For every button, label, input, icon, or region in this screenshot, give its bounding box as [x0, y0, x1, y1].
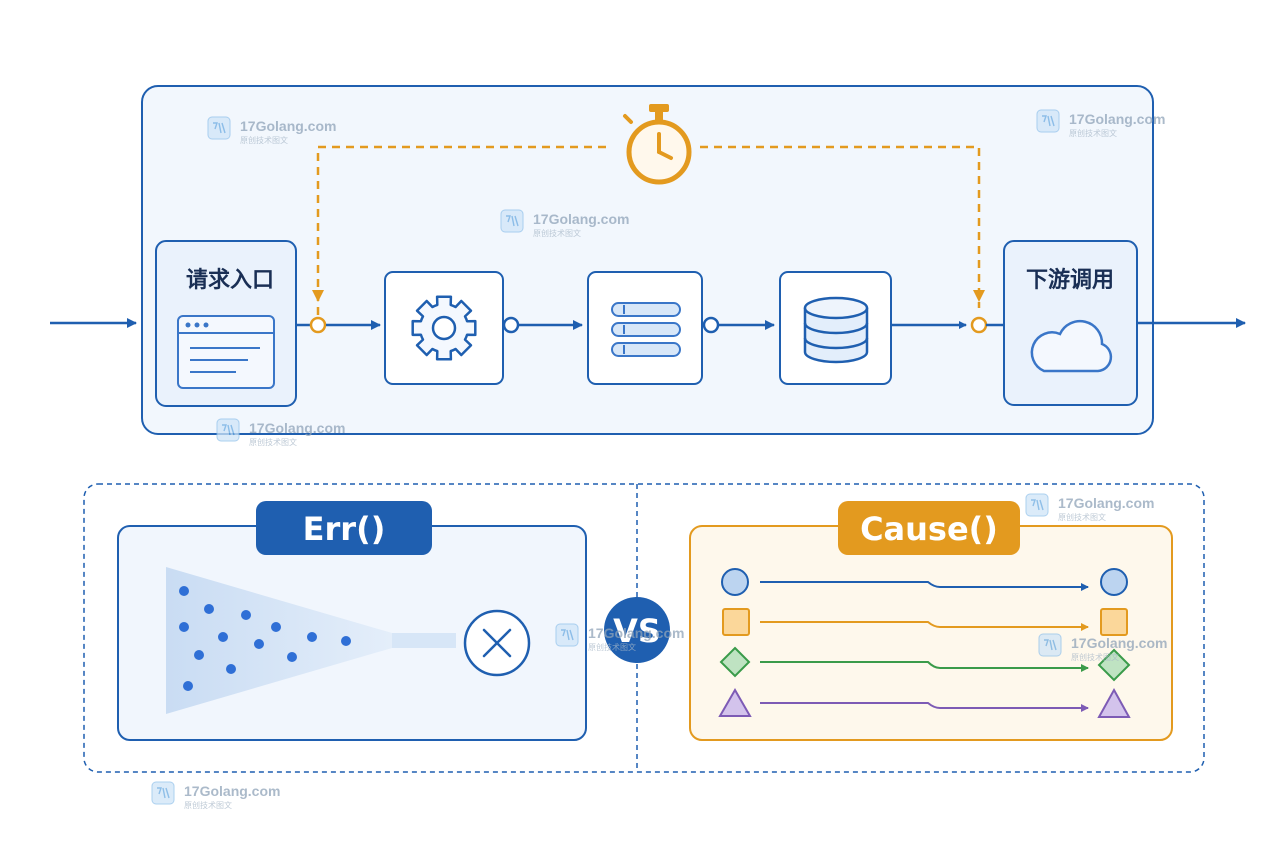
- svg-text:原创技术图文: 原创技术图文: [249, 437, 297, 447]
- cause-diamond-start: [719, 646, 751, 678]
- watermark: 17Golang.com 原创技术图文: [555, 623, 684, 652]
- error-dots: [179, 586, 351, 691]
- cause-triangle-line: [760, 702, 1089, 712]
- error-dot: [226, 664, 236, 674]
- svg-text:原创技术图文: 原创技术图文: [533, 228, 581, 238]
- error-dot: [271, 622, 281, 632]
- cause-square-line: [760, 621, 1089, 631]
- browser-window-icon: [177, 315, 275, 389]
- svg-text:17Golang.com: 17Golang.com: [240, 118, 336, 134]
- watermark: 17Golang.com 原创技术图文: [151, 781, 280, 810]
- error-dot: [183, 681, 193, 691]
- svg-text:17Golang.com: 17Golang.com: [1071, 635, 1167, 651]
- gear-node: [384, 271, 504, 385]
- timeout-arrow-left: [312, 290, 324, 302]
- funnel-nozzle: [392, 633, 456, 648]
- close-icon: [463, 609, 531, 677]
- err-label-pill: [256, 501, 432, 555]
- svg-text:17Golang.com: 17Golang.com: [184, 783, 280, 799]
- gear-hub: [431, 315, 457, 341]
- watermark: 17Golang.com 原创技术图文: [1038, 633, 1167, 662]
- cloud-icon: [1030, 319, 1113, 373]
- downstream-label: 下游调用: [1026, 267, 1114, 293]
- err-label: Err(): [303, 510, 386, 548]
- timeout-arrow-right: [973, 290, 985, 302]
- svg-text:17Golang.com: 17Golang.com: [249, 420, 345, 436]
- list-node: [587, 271, 703, 385]
- error-dot: [194, 650, 204, 660]
- gear-icon: [411, 295, 477, 361]
- svg-text:17Golang.com: 17Golang.com: [588, 625, 684, 641]
- timeout-end-node: [970, 316, 988, 334]
- cause-circle-start: [721, 568, 749, 596]
- error-dot: [179, 586, 189, 596]
- cause-triangle-start: [718, 687, 752, 717]
- error-dot: [254, 639, 264, 649]
- cause-label: Cause(): [860, 510, 998, 548]
- comparison-section: Err() Cause() VS: [83, 483, 1205, 773]
- error-dot: [204, 604, 214, 614]
- connector-node-2: [702, 316, 720, 334]
- downstream-call-node: 下游调用: [1003, 240, 1138, 406]
- watermark: 17Golang.com 原创技术图文: [1025, 493, 1154, 522]
- watermark: 17Golang.com 原创技术图文: [1036, 109, 1165, 138]
- err-panel: Err(): [117, 501, 587, 741]
- svg-text:原创技术图文: 原创技术图文: [1058, 512, 1106, 522]
- cause-diamond-line: [760, 661, 1089, 672]
- funnel-shape: [166, 567, 392, 714]
- cause-label-pill: [838, 501, 1020, 555]
- cause-square-end: [1100, 608, 1128, 636]
- entry-label: 请求入口: [186, 267, 274, 293]
- cause-panel: Cause(): [689, 501, 1173, 741]
- database-node: [779, 271, 892, 385]
- cause-triangle-end: [1097, 687, 1131, 718]
- vs-label: VS: [613, 612, 661, 650]
- svg-text:17Golang.com: 17Golang.com: [1058, 495, 1154, 511]
- watermark: 17Golang.com 原创技术图文: [216, 418, 345, 447]
- connector-node-1: [502, 316, 520, 334]
- watermarks: 17Golang.com 原创技术图文 17Golang.com 原创技术图文 …: [151, 109, 1167, 810]
- timeout-start-node: [309, 316, 327, 334]
- svg-text:17Golang.com: 17Golang.com: [1069, 111, 1165, 127]
- error-dot: [179, 622, 189, 632]
- svg-text:17Golang.com: 17Golang.com: [533, 211, 629, 227]
- svg-text:原创技术图文: 原创技术图文: [588, 642, 636, 652]
- database-icon: [803, 296, 869, 364]
- pipeline-section: 请求入口: [50, 85, 1246, 435]
- cause-circle-line: [760, 581, 1089, 591]
- vs-badge: VS: [604, 597, 670, 663]
- watermark: 17Golang.com 原创技术图文: [207, 116, 336, 145]
- error-dot: [241, 610, 251, 620]
- stopwatch-icon: [623, 104, 692, 185]
- cause-diamond-end: [1097, 648, 1131, 682]
- svg-text:原创技术图文: 原创技术图文: [240, 135, 288, 145]
- error-dot: [307, 632, 317, 642]
- timeout-path-left: [316, 145, 612, 315]
- error-dot: [287, 652, 297, 662]
- cause-circle-end: [1100, 568, 1128, 596]
- error-dot: [218, 632, 228, 642]
- error-dot: [341, 636, 351, 646]
- comparison-container: [83, 483, 1205, 773]
- svg-text:原创技术图文: 原创技术图文: [1069, 128, 1117, 138]
- watermark: 17Golang.com 原创技术图文: [500, 209, 629, 238]
- svg-text:原创技术图文: 原创技术图文: [184, 800, 232, 810]
- cause-square-start: [722, 608, 750, 636]
- request-entry-node: 请求入口: [155, 240, 297, 407]
- svg-text:原创技术图文: 原创技术图文: [1071, 652, 1119, 662]
- list-icon: [611, 302, 681, 357]
